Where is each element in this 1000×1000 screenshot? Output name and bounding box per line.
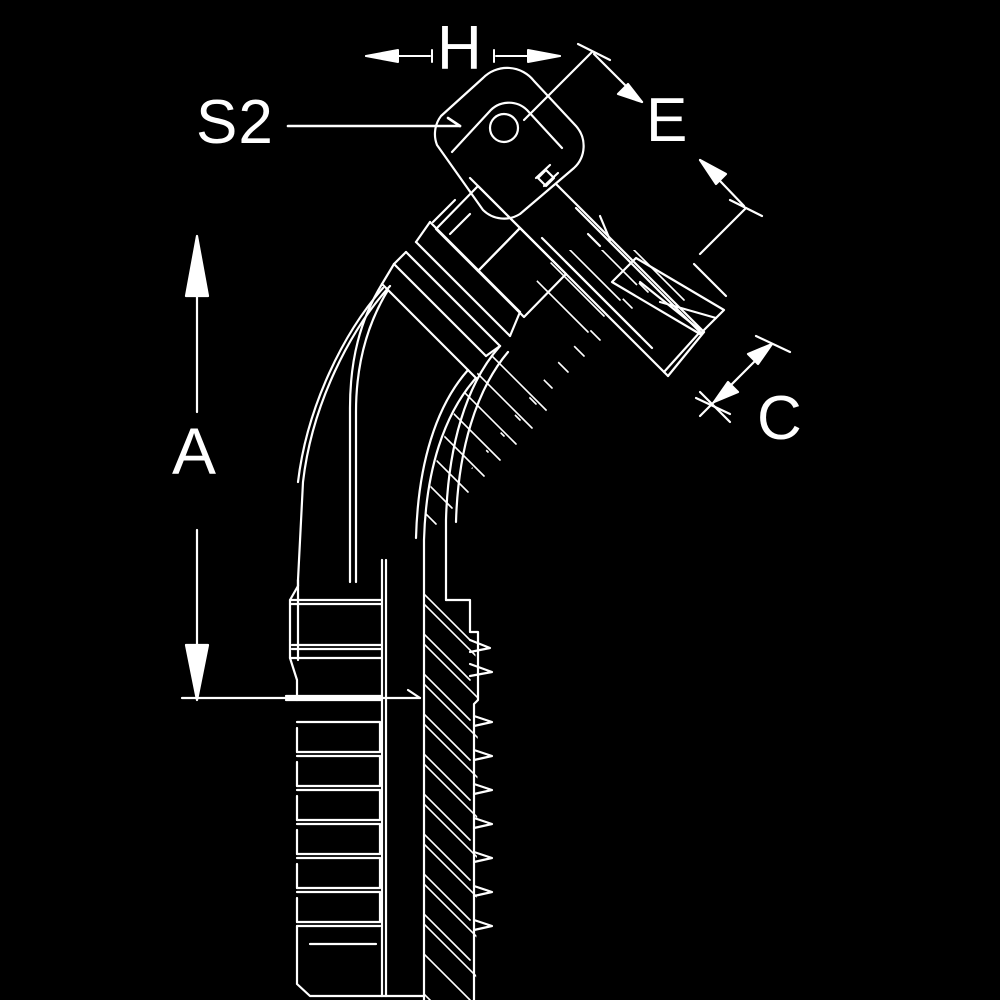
dimension-c [694,330,792,424]
stem-band-1 [288,598,384,606]
e-tick-top [576,42,612,62]
barrel-end-face-inner [662,330,702,374]
dimension-label-e: E [646,86,688,155]
c-arrow-bottom [712,380,740,404]
barrel-tick-1 [598,214,612,242]
stem-flare-left-3 [288,656,299,702]
stem-sec-tooth-6 [472,884,494,898]
h-arrow-right [527,49,561,63]
dimension-label-c: C [757,384,802,453]
elbow-bend [296,282,510,1000]
stem-sec-tooth-4 [472,816,494,830]
h-arrow-left [365,49,399,63]
flange-chamfer [431,198,472,236]
bend-outer-left-2 [296,286,385,484]
bend-right-outer-2 [414,368,470,540]
stem-sec-tooth-5 [472,850,494,864]
stem-band-2 [290,643,384,651]
upper-barrel [518,182,706,378]
barrel-tick-2 [586,232,602,248]
dimension-h [365,49,561,63]
barrel-upper-edge-2 [574,206,702,334]
e-witness-top [522,50,594,122]
flange-outer-profile [433,66,585,220]
flange-face-inner-line [450,101,564,154]
e-arrow-lower [698,158,728,186]
barrel-bore-line-2 [564,260,642,338]
stem-barb-4 [295,822,382,856]
stem-band-4 [284,694,384,702]
hex-collar [380,176,568,380]
stem-sec-tooth-7 [472,918,494,932]
upper-right-section [610,256,728,336]
dimension-s2 [286,116,462,128]
collar-facet-2 [476,226,568,319]
stem-sec-tooth-2 [472,748,494,762]
stem-sec-tooth-3 [472,782,494,796]
dimension-label-s2: S2 [196,88,274,157]
flange-vee-detail [536,168,556,188]
a-arrow-upper [184,234,210,298]
dimension-label-h: H [437,14,482,83]
stem-section-outline [444,598,480,1000]
collar-shoulder-line [380,282,478,380]
barrel-mid-edge [518,226,670,378]
fitting-geometry [180,42,792,1000]
stem-section-barb-a [468,638,492,654]
a-ext-bottom-hook [406,688,422,700]
c-arrow-top [746,342,774,366]
c-witness-top [700,330,774,346]
barrel-end-face [666,330,706,378]
dimension-label-a: A [172,414,217,488]
hose-barb-stem [284,558,494,1000]
e-arrow-upper [616,82,644,104]
bend-inner-left-2 [354,288,390,584]
bend-inner-left [348,282,384,584]
stem-barb-5 [295,856,382,890]
dimension-a [180,234,422,702]
stem-nose-profile [295,924,426,998]
flange-bolt-hole [488,112,520,144]
stem-barb-1 [295,720,382,754]
collar-edge-bottom-2 [404,250,502,348]
bend-right-inner [444,344,502,602]
collar-edge-bottom [428,220,522,314]
stem-barb-6 [295,890,382,924]
stem-barb-3 [295,788,382,822]
section-hatching-collar [530,250,717,333]
dimension-e [522,42,764,256]
bend-outer-left [296,284,392,582]
s2-leader-hook [446,116,462,128]
c-tick-end [698,390,732,424]
a-arrow-lower [184,643,210,702]
collar-facet-1 [434,184,522,273]
bend-right-inner-2 [454,350,510,524]
collar-shoulder-cap [380,262,396,286]
section-hatching-upper-arm [424,282,700,485]
bend-right-outer [422,376,478,1000]
collar-end-face [392,220,432,266]
stem-flare-left [288,584,300,642]
e-witness-bottom [698,206,748,256]
stem-sec-tooth-1 [472,714,494,728]
right-step-chamfer [692,262,728,298]
stem-barb-2 [295,754,382,788]
stem-section-barb-b [468,662,494,678]
right-step-block [610,256,726,336]
section-hatching-stem [424,560,478,1000]
right-step-tick [658,300,718,320]
collar-edge-bottom-4 [392,262,488,358]
collar-edge-bottom-3 [414,240,512,338]
